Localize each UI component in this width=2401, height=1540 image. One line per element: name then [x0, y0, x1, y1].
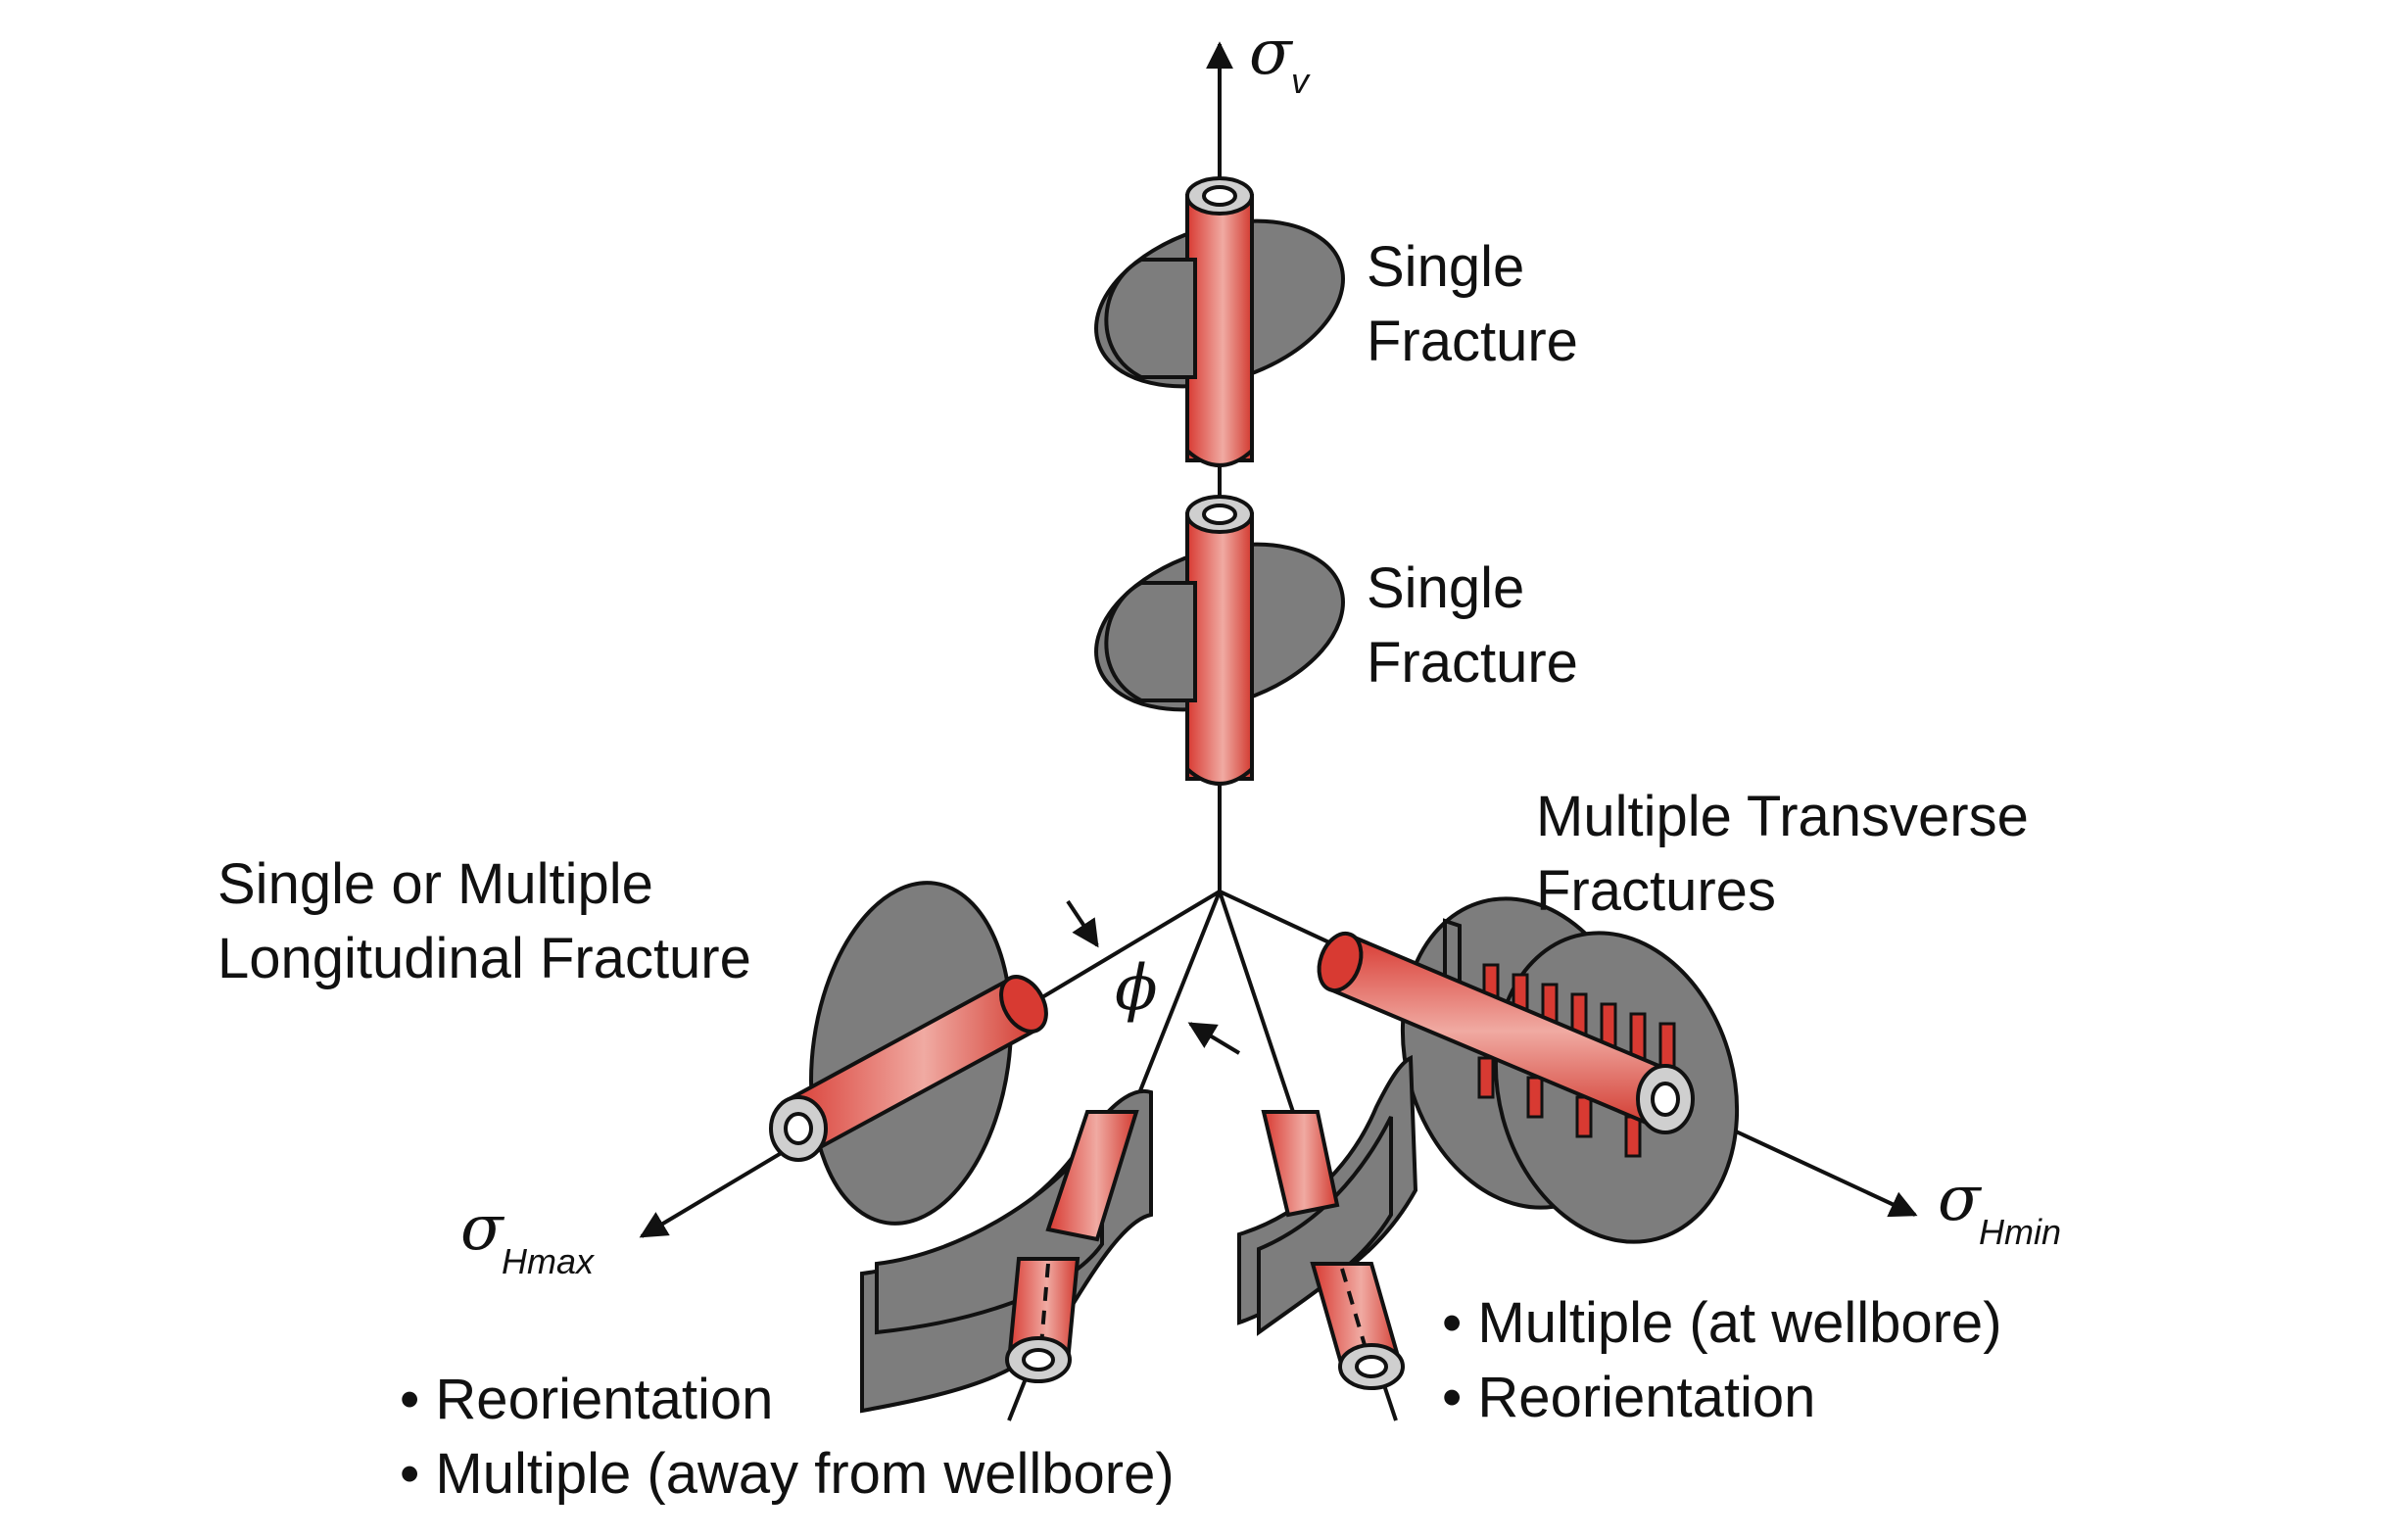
- transverse-fractures-well: [1317, 896, 1740, 1244]
- label-right-bullet-1: • Multiple (at wellbore): [1442, 1291, 2002, 1355]
- angle-indicator: [1066, 899, 1241, 1055]
- label-left-bullet-2: • Multiple (away from wellbore): [400, 1442, 1175, 1506]
- sigma-v-symbol: σ: [1249, 17, 1294, 89]
- vertical-well-mid: [1094, 495, 1345, 786]
- sigma-hmin-subscript: Hmin: [1979, 1212, 2061, 1252]
- label-vertical-top-line1: Single: [1367, 235, 1524, 299]
- left-inclined-well: [860, 1088, 1153, 1414]
- label-vertical-top-line2: Fracture: [1367, 310, 1578, 373]
- sigma-v-subscript: v: [1291, 61, 1311, 101]
- longitudinal-fracture-well: [769, 881, 1048, 1226]
- label-vertical-mid-line2: Fracture: [1367, 631, 1578, 695]
- label-longitudinal-line1: Single or Multiple: [217, 852, 653, 916]
- right-inclined-well: [1237, 1054, 1418, 1390]
- vertical-well-top: [1094, 176, 1345, 467]
- label-transverse-line1: Multiple Transverse: [1536, 785, 2029, 848]
- sigma-hmin-symbol: σ: [1938, 1163, 1983, 1235]
- label-right-bullet-2: • Reorientation: [1442, 1366, 1815, 1429]
- label-transverse-line2: Fractures: [1536, 859, 1776, 923]
- sigma-hmax-subscript: Hmax: [502, 1241, 596, 1281]
- phi-symbol: ϕ: [1115, 952, 1158, 1025]
- label-vertical-mid-line1: Single: [1367, 556, 1524, 620]
- label-left-bullet-1: • Reorientation: [400, 1368, 773, 1431]
- sigma-hmax-symbol: σ: [460, 1192, 505, 1265]
- label-longitudinal-line2: Longitudinal Fracture: [217, 927, 751, 990]
